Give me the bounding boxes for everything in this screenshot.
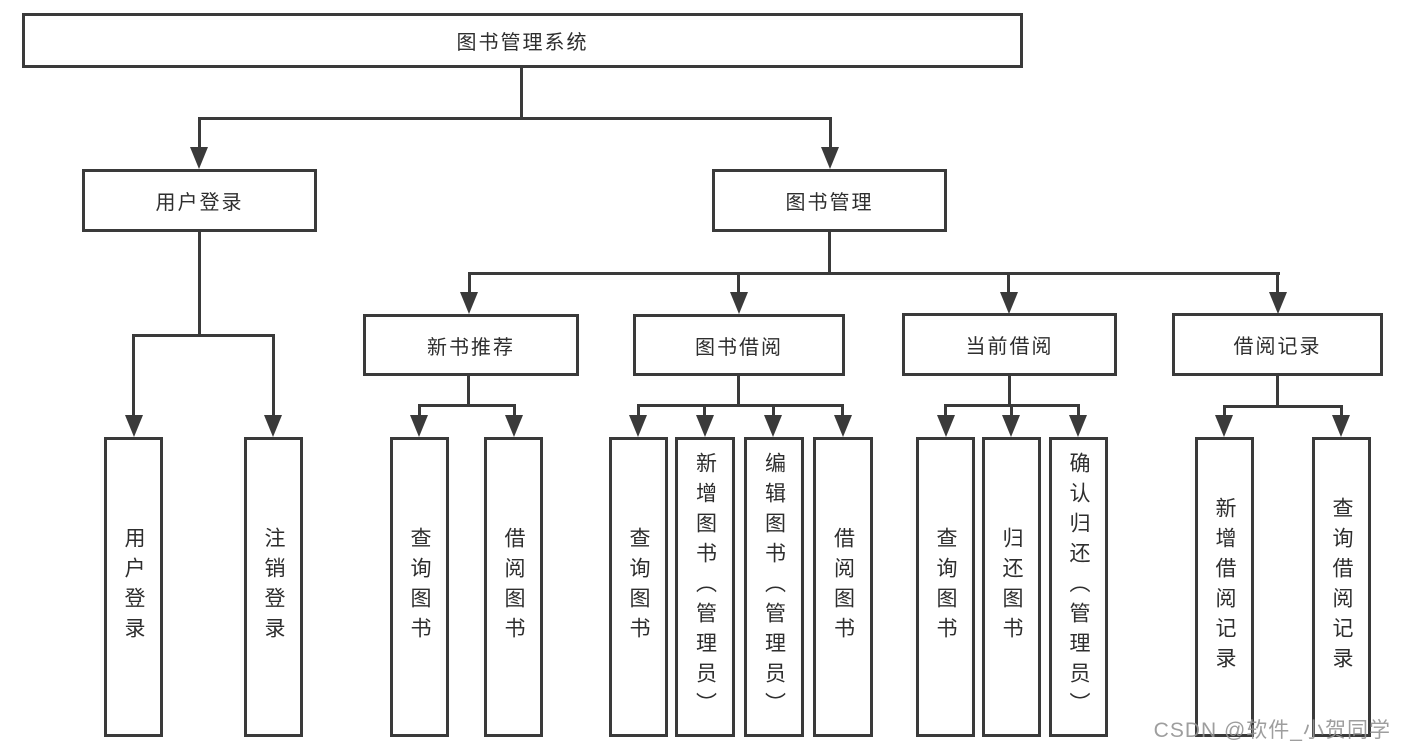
connector-line bbox=[198, 117, 201, 149]
connector-line bbox=[637, 404, 843, 407]
arrow-down-icon bbox=[1002, 415, 1020, 437]
connector-line bbox=[198, 232, 201, 337]
connector-line bbox=[513, 404, 516, 417]
node-new-book-recommend: 新书推荐 bbox=[363, 314, 579, 376]
node-root: 图书管理系统 bbox=[22, 13, 1023, 68]
arrow-down-icon bbox=[1332, 415, 1350, 437]
leaf-query-borrow-record: 查询借阅记录 bbox=[1312, 437, 1371, 737]
arrow-down-icon bbox=[264, 415, 282, 437]
connector-line bbox=[467, 376, 470, 406]
connector-line bbox=[418, 404, 516, 407]
connector-line bbox=[1007, 272, 1010, 294]
arrow-down-icon bbox=[190, 147, 208, 169]
leaf-user-login: 用户登录 bbox=[104, 437, 163, 737]
node-current-borrow: 当前借阅 bbox=[902, 313, 1117, 376]
connector-line bbox=[418, 404, 421, 417]
arrow-down-icon bbox=[834, 415, 852, 437]
arrow-down-icon bbox=[460, 292, 478, 314]
connector-line bbox=[1010, 404, 1013, 417]
arrow-down-icon bbox=[1269, 292, 1287, 314]
connector-line bbox=[737, 376, 740, 406]
connector-line bbox=[198, 117, 832, 120]
connector-line bbox=[737, 272, 740, 294]
arrow-down-icon bbox=[696, 415, 714, 437]
connector-line bbox=[1077, 404, 1080, 417]
node-book-management: 图书管理 bbox=[712, 169, 947, 232]
connector-line bbox=[468, 272, 471, 294]
leaf-borrow-book: 借阅图书 bbox=[813, 437, 873, 737]
arrow-down-icon bbox=[937, 415, 955, 437]
connector-line bbox=[703, 404, 706, 417]
arrow-down-icon bbox=[730, 292, 748, 314]
leaf-edit-book-admin: 编辑图书（管理员） bbox=[744, 437, 804, 737]
arrow-down-icon bbox=[410, 415, 428, 437]
leaf-logout: 注销登录 bbox=[244, 437, 303, 737]
connector-line bbox=[468, 272, 1280, 275]
leaf-add-book-admin: 新增图书（管理员） bbox=[675, 437, 735, 737]
connector-line bbox=[637, 404, 640, 417]
leaf-recommend-query-book: 查询图书 bbox=[390, 437, 449, 737]
connector-line bbox=[829, 117, 832, 149]
arrow-down-icon bbox=[1215, 415, 1233, 437]
connector-line bbox=[841, 404, 844, 417]
connector-line bbox=[828, 232, 831, 274]
connector-line bbox=[1008, 376, 1011, 406]
leaf-confirm-return-admin: 确认归还（管理员） bbox=[1049, 437, 1108, 737]
leaf-recommend-borrow-book: 借阅图书 bbox=[484, 437, 543, 737]
connector-line bbox=[132, 334, 135, 416]
node-book-borrow: 图书借阅 bbox=[633, 314, 845, 376]
connector-line bbox=[1276, 272, 1279, 294]
connector-line bbox=[132, 334, 275, 337]
node-user-login: 用户登录 bbox=[82, 169, 317, 232]
arrow-down-icon bbox=[764, 415, 782, 437]
connector-line bbox=[520, 66, 523, 119]
csdn-watermark: CSDN @软件_小贺同学 bbox=[1153, 719, 1391, 742]
arrow-down-icon bbox=[505, 415, 523, 437]
connector-line bbox=[772, 404, 775, 417]
connector-line bbox=[1276, 376, 1279, 408]
leaf-add-borrow-record: 新增借阅记录 bbox=[1195, 437, 1254, 737]
connector-line bbox=[1223, 405, 1343, 408]
arrow-down-icon bbox=[125, 415, 143, 437]
connector-line bbox=[272, 334, 275, 416]
arrow-down-icon bbox=[821, 147, 839, 169]
leaf-return-book: 归还图书 bbox=[982, 437, 1041, 737]
leaf-current-query-book: 查询图书 bbox=[916, 437, 975, 737]
arrow-down-icon bbox=[1069, 415, 1087, 437]
arrow-down-icon bbox=[629, 415, 647, 437]
connector-line bbox=[1340, 405, 1343, 417]
connector-line bbox=[1223, 405, 1226, 417]
connector-line bbox=[944, 404, 947, 417]
node-borrow-record: 借阅记录 bbox=[1172, 313, 1383, 376]
arrow-down-icon bbox=[1000, 292, 1018, 314]
leaf-borrow-query-book: 查询图书 bbox=[609, 437, 668, 737]
